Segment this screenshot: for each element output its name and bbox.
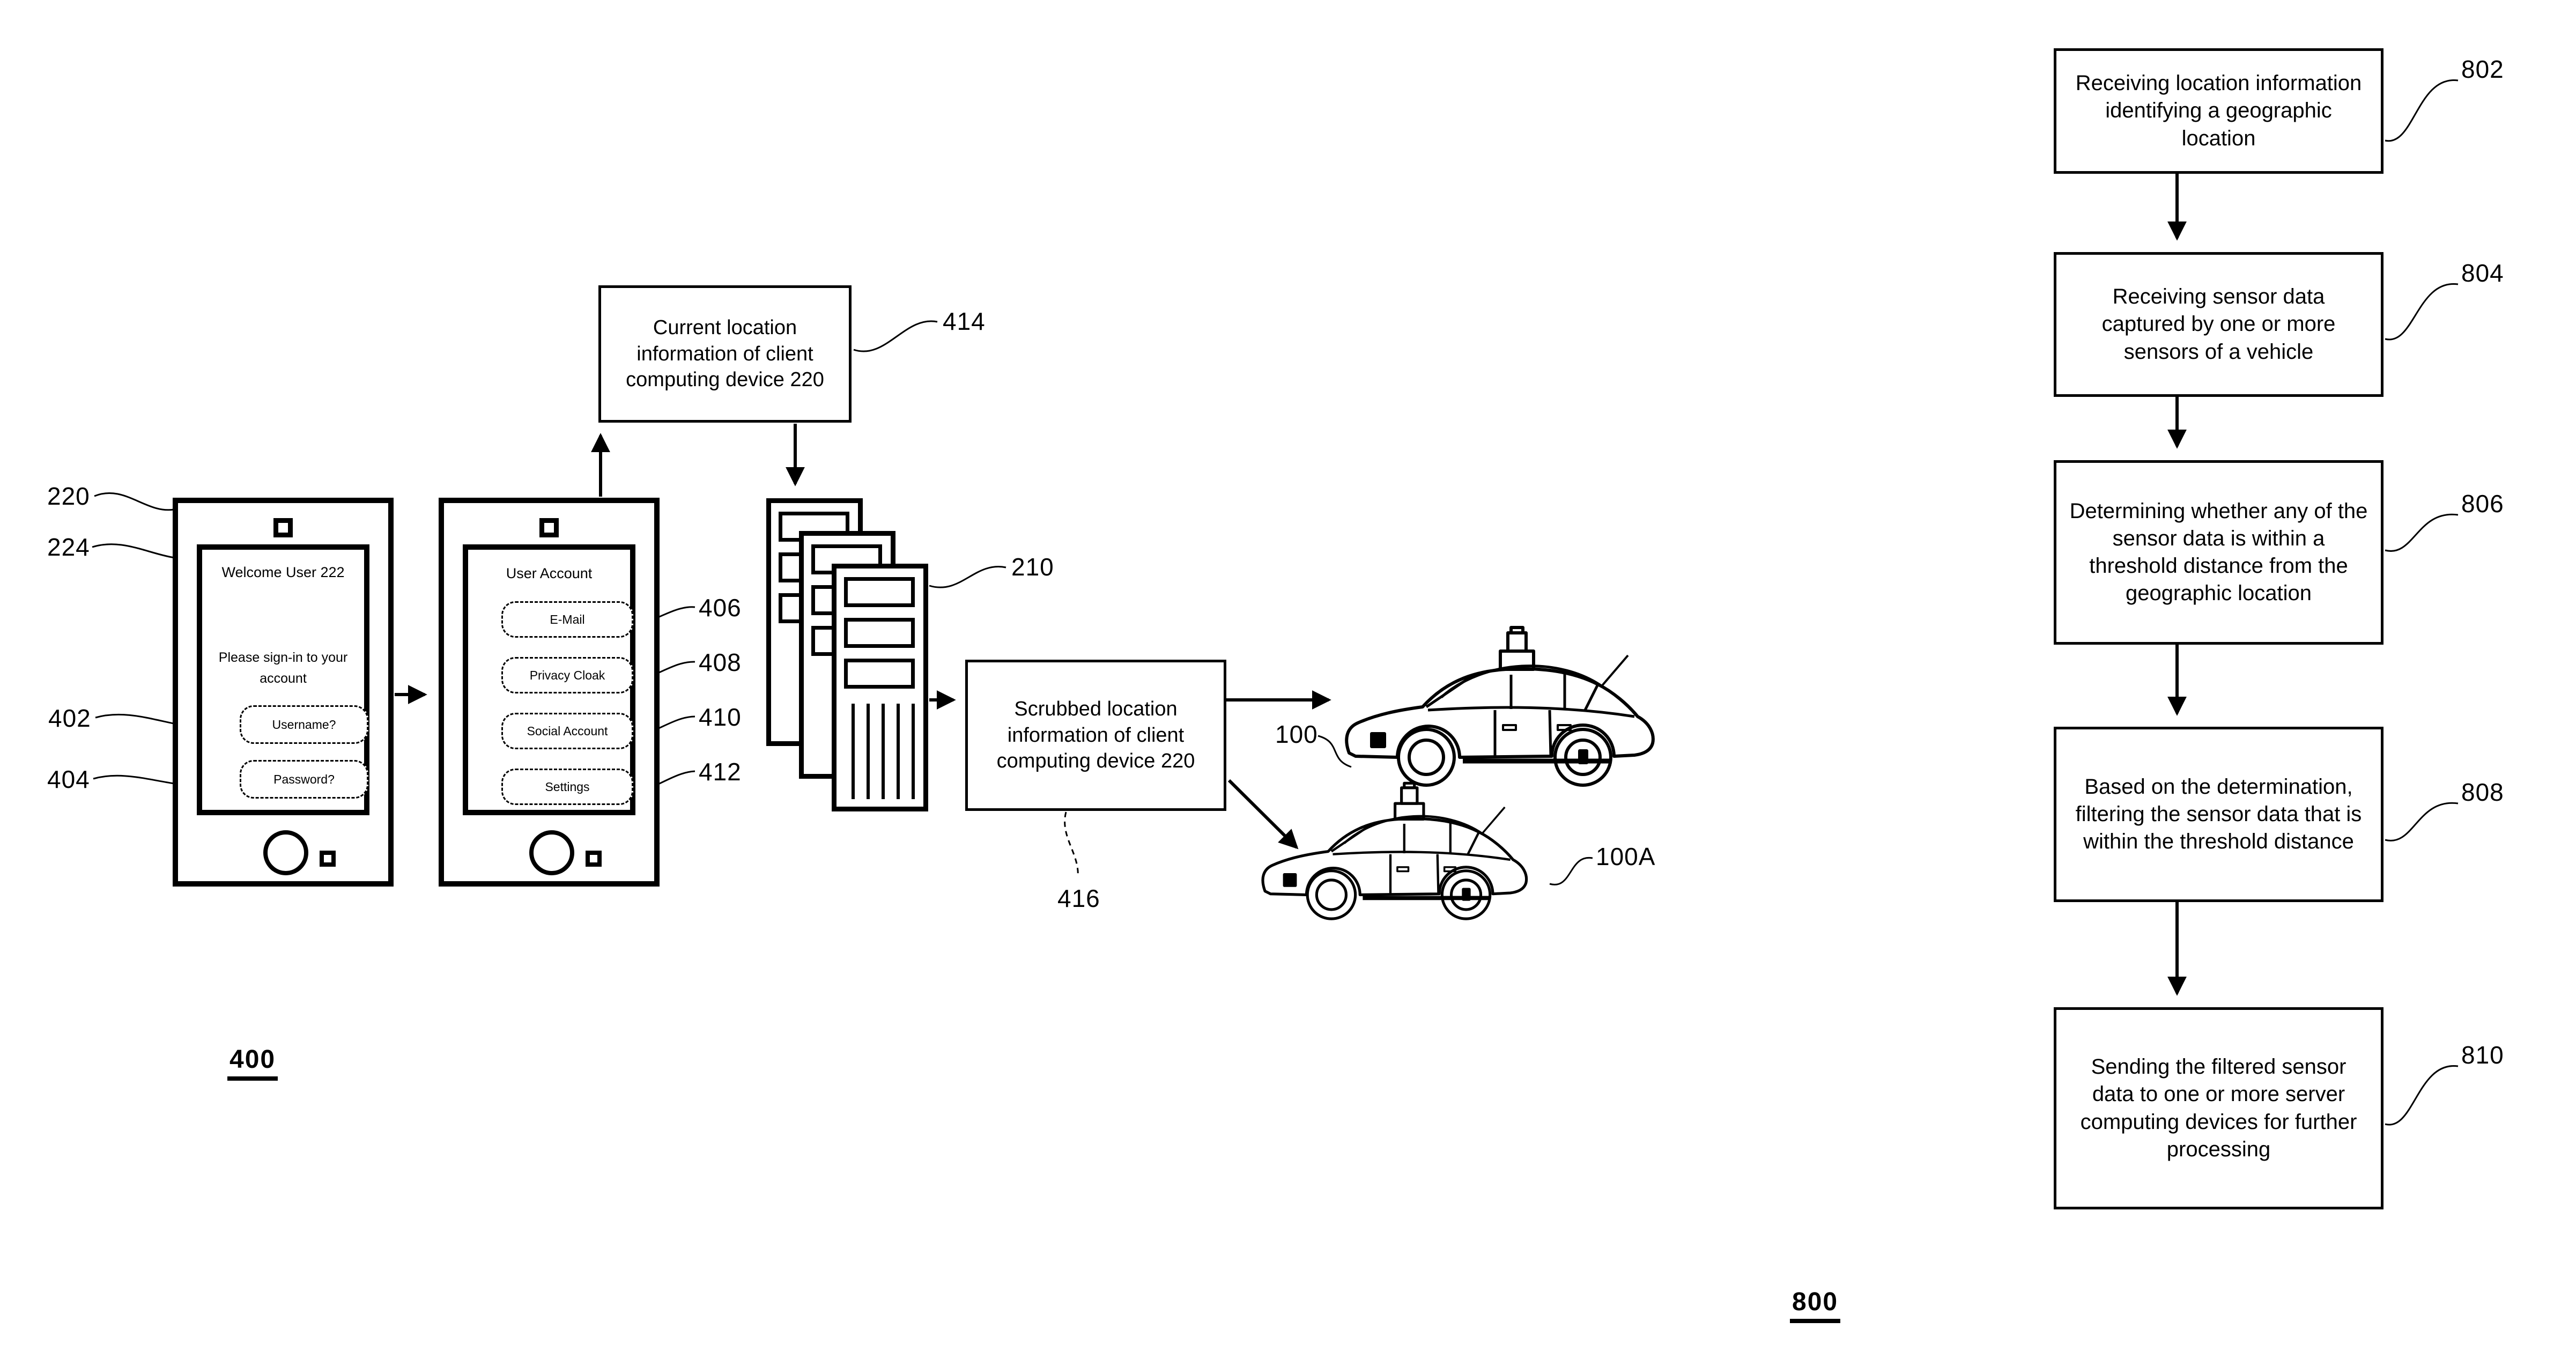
- ref-404: 404: [47, 765, 90, 793]
- phone-signin: Welcome User 222 Please sign-in to your …: [173, 498, 394, 887]
- settings-button: Settings: [501, 769, 633, 805]
- phone-signin-screen: Welcome User 222 Please sign-in to your …: [197, 544, 369, 815]
- leader-802: [2385, 79, 2459, 142]
- phone-camera-icon: [273, 518, 293, 537]
- flow-step-810-text: Sending the filtered sensor data to one …: [2080, 1055, 2357, 1161]
- home-button-icon: [263, 830, 308, 875]
- speaker-icon: [586, 851, 602, 867]
- leader-414: [853, 320, 938, 352]
- ref-402: 402: [48, 704, 91, 732]
- ref-414: 414: [943, 307, 986, 335]
- leader-100a: [1549, 857, 1593, 885]
- leader-810: [2385, 1065, 2459, 1126]
- flow-step-810: Sending the filtered sensor data to one …: [2054, 1007, 2383, 1209]
- settings-label: Settings: [545, 779, 590, 794]
- ref-802: 802: [2461, 55, 2504, 83]
- server-vent-line: [912, 704, 915, 799]
- server-slot: [844, 618, 915, 648]
- flow-step-804-text: Receiving sensor data captured by one or…: [2101, 285, 2336, 364]
- flow-step-808: Based on the determination, filtering th…: [2054, 727, 2383, 902]
- leader-210: [929, 566, 1006, 588]
- scrubbed-location-text: Scrubbed location information of client …: [996, 698, 1195, 773]
- ref-210: 210: [1011, 553, 1054, 581]
- server-card-front: [832, 564, 928, 811]
- flow-step-808-text: Based on the determination, filtering th…: [2075, 774, 2362, 854]
- ref-810: 810: [2461, 1041, 2504, 1069]
- home-button-icon: [529, 830, 574, 875]
- server-vent-line: [867, 704, 870, 799]
- speaker-icon: [320, 851, 336, 867]
- username-field: Username?: [240, 705, 368, 744]
- social-account-button: Social Account: [501, 713, 633, 749]
- password-label: Password?: [273, 772, 335, 786]
- signin-prompt-text: Please sign-in to your account: [218, 650, 348, 686]
- ref-410: 410: [699, 703, 742, 731]
- ref-100: 100: [1275, 720, 1318, 748]
- phone-account: User Account E-Mail Privacy Cloak Social…: [439, 498, 660, 887]
- flow-step-804: Receiving sensor data captured by one or…: [2054, 252, 2383, 397]
- ref-804: 804: [2461, 259, 2504, 287]
- scrubbed-location-box: Scrubbed location information of client …: [965, 660, 1226, 811]
- flow-step-806-text: Determining whether any of the sensor da…: [2069, 499, 2368, 606]
- ref-806: 806: [2461, 490, 2504, 518]
- leader-100: [1317, 735, 1352, 768]
- leader-808: [2385, 802, 2459, 841]
- welcome-text: Welcome User 222: [221, 564, 345, 580]
- leader-220: [94, 492, 174, 511]
- ref-416: 416: [1057, 884, 1100, 912]
- current-location-text: Current location information of client c…: [626, 316, 824, 392]
- server-slot: [844, 659, 915, 689]
- password-field: Password?: [240, 760, 368, 799]
- email-button: E-Mail: [501, 601, 633, 638]
- figure-number-800: 800: [1790, 1287, 1841, 1323]
- privacy-cloak-label: Privacy Cloak: [529, 668, 605, 682]
- ref-224: 224: [47, 533, 90, 561]
- server-slot: [844, 577, 915, 607]
- username-label: Username?: [272, 717, 336, 732]
- ref-406: 406: [699, 594, 742, 622]
- user-account-title: User Account: [506, 565, 593, 581]
- server-vent-line: [897, 704, 900, 799]
- figure-number-400: 400: [227, 1045, 278, 1081]
- ref-408: 408: [699, 648, 742, 676]
- arrow-box416-to-vehicle100a: [1227, 779, 1299, 850]
- ref-220: 220: [47, 482, 90, 510]
- social-account-label: Social Account: [527, 724, 608, 738]
- vehicle-100a-drawing: [1263, 783, 1527, 919]
- leader-804: [2385, 283, 2459, 341]
- ref-808: 808: [2461, 778, 2504, 806]
- leader-416: [1064, 811, 1079, 878]
- server-vent-line: [852, 704, 855, 799]
- vehicle-100-drawing: [1346, 627, 1653, 785]
- leader-806: [2385, 513, 2459, 552]
- phone-account-screen: User Account E-Mail Privacy Cloak Social…: [463, 544, 635, 815]
- privacy-cloak-button: Privacy Cloak: [501, 657, 633, 693]
- phone-camera-icon: [539, 518, 559, 537]
- server-vent-line: [882, 704, 885, 799]
- email-label: E-Mail: [550, 612, 585, 626]
- flow-step-802-text: Receiving location information identifyi…: [2075, 71, 2362, 150]
- flow-step-802: Receiving location information identifyi…: [2054, 48, 2383, 174]
- flow-step-806: Determining whether any of the sensor da…: [2054, 460, 2383, 645]
- ref-412: 412: [699, 758, 742, 786]
- ref-100a: 100A: [1596, 843, 1656, 870]
- current-location-box: Current location information of client c…: [598, 285, 852, 423]
